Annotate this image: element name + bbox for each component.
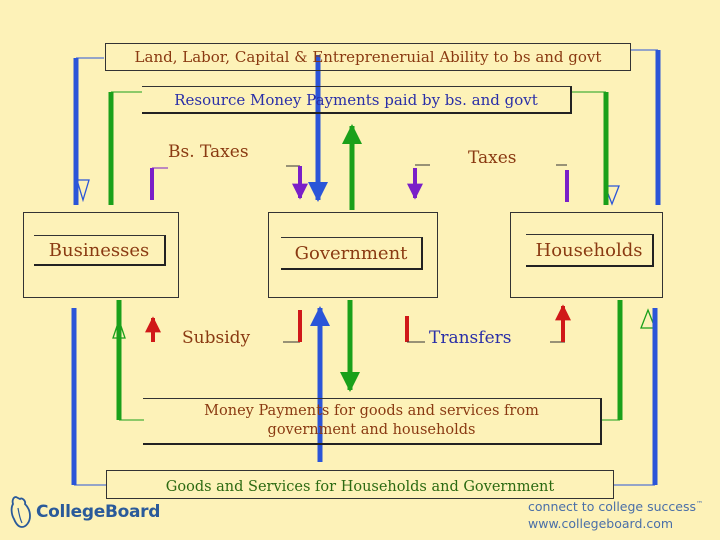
money-arrow-up-right xyxy=(640,308,656,329)
factors-label: Land, Labor, Capital & Entrepreneruial A… xyxy=(134,48,602,66)
tagline: connect to college success™ www.collegeb… xyxy=(528,496,703,532)
resource-payments-label: Resource Money Payments paid by bs. and … xyxy=(174,90,538,109)
government-node xyxy=(268,212,438,298)
resource-payments-loop xyxy=(108,91,609,205)
tagline-line1: connect to college success xyxy=(528,499,696,515)
money-payments-line2: government and households xyxy=(267,422,476,438)
households-node xyxy=(510,212,663,298)
bs-taxes-label: Bs. Taxes xyxy=(168,142,249,162)
households-label: Households xyxy=(535,239,643,261)
brand-name: CollegeBoard xyxy=(36,502,161,522)
factor-flow-loop xyxy=(73,49,661,205)
transfers-label: Transfers xyxy=(429,328,512,348)
household-taxes-flow xyxy=(407,164,569,202)
goods-services-box: Goods and Services for Households and Go… xyxy=(106,470,614,499)
tagline-line2: www.collegeboard.com xyxy=(528,516,674,532)
goods-services-loop xyxy=(71,308,658,486)
acorn-icon xyxy=(10,496,31,528)
business-taxes-flow xyxy=(150,165,308,200)
transfers-flow xyxy=(405,304,571,343)
government-label: Government xyxy=(294,242,408,264)
businesses-label: Businesses xyxy=(48,239,150,261)
collegeboard-logo: CollegeBoard xyxy=(10,494,160,530)
money-payments-box: Money Payments for goods and services fr… xyxy=(143,398,602,445)
factor-arrow-down-left xyxy=(76,179,90,203)
government-label-box: Government xyxy=(281,237,423,270)
businesses-label-box: Businesses xyxy=(34,235,166,266)
resource-payments-box: Resource Money Payments paid by bs. and … xyxy=(142,86,572,114)
subsidy-flow xyxy=(145,310,302,343)
factors-label-box: Land, Labor, Capital & Entrepreneruial A… xyxy=(105,43,631,71)
goods-services-label: Goods and Services for Households and Go… xyxy=(165,479,555,495)
businesses-node xyxy=(23,212,179,298)
taxes-label: Taxes xyxy=(468,148,517,168)
households-label-box: Households xyxy=(526,234,654,267)
money-arrow-up-left xyxy=(112,317,126,339)
money-payments-line1: Money Payments for goods and services fr… xyxy=(204,403,539,419)
subsidy-label: Subsidy xyxy=(182,328,251,348)
trademark-mark: ™ xyxy=(695,500,703,508)
